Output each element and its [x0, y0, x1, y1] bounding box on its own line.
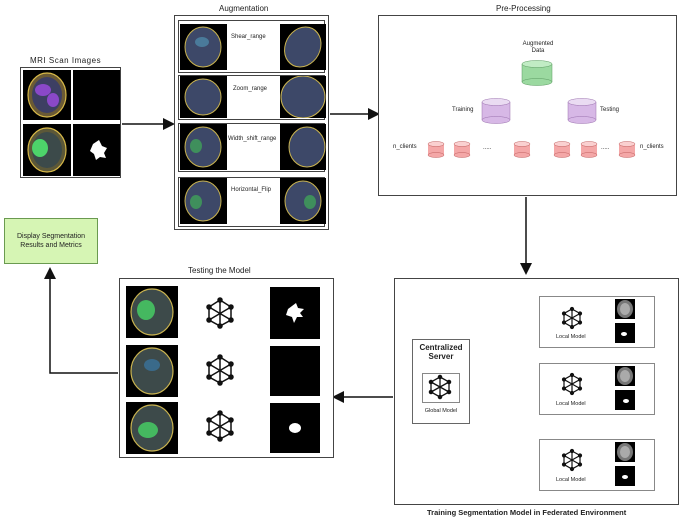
aug-output-1	[280, 24, 326, 70]
n-clients-left-label: n_clients	[393, 144, 417, 150]
aug-op-label-1: Shear_range	[231, 34, 266, 40]
local-model-box-3	[539, 439, 655, 491]
local-data-image-2	[615, 366, 635, 386]
server-label: Centralized Server	[419, 343, 463, 361]
arrow-testing-to-display	[44, 267, 118, 374]
aug-input-3	[180, 124, 227, 170]
aug-op-label-4: Horizontal_Flip	[231, 187, 272, 193]
test-output-mask-3	[270, 403, 320, 453]
local-model-box-1	[539, 296, 655, 348]
test-input-3	[126, 402, 178, 454]
local-model-label-1: Local Model	[556, 334, 586, 340]
augmentation-title: Augmentation	[219, 4, 269, 13]
mri-mask-2	[73, 124, 120, 176]
aug-input-4	[180, 178, 227, 224]
display-results-box: Display Segmentation Results and Metrics	[4, 218, 98, 264]
local-model-label-3: Local Model	[556, 477, 586, 483]
ellipsis-left: .....	[483, 145, 492, 151]
aug-input-1	[180, 24, 227, 70]
display-results-label: Display Segmentation Results and Metrics	[16, 233, 86, 249]
aug-input-2	[180, 76, 227, 118]
testing-label: Testing	[600, 107, 620, 113]
local-model-box-2	[539, 363, 655, 415]
aug-output-3	[280, 124, 326, 170]
local-data-mask-2	[615, 390, 635, 410]
global-model-box	[422, 373, 460, 403]
mri-title: MRI Scan Images	[30, 56, 102, 65]
n-clients-right-label: n_clients	[640, 144, 664, 150]
local-model-label-2: Local Model	[556, 401, 586, 407]
test-input-1	[126, 286, 178, 338]
local-data-image-3	[615, 442, 635, 462]
ellipsis-right: .....	[601, 145, 610, 151]
mri-image-2	[23, 124, 71, 176]
aug-op-label-3: Width_shift_range	[228, 136, 277, 142]
preprocessing-title: Pre-Processing	[496, 4, 551, 13]
mri-panel	[20, 67, 121, 178]
test-input-2	[126, 345, 178, 397]
aug-op-label-2: Zoom_range	[233, 86, 268, 92]
server-box: Centralized Server Global Model	[412, 339, 470, 424]
testing-model-title: Testing the Model	[188, 266, 251, 275]
preprocessing-panel	[378, 15, 677, 196]
federated-title: Training Segmentation Model in Federated…	[427, 508, 627, 517]
test-output-mask-2	[270, 346, 320, 396]
mri-mask-1	[73, 70, 120, 120]
local-data-mask-3	[615, 466, 635, 486]
global-model-label: Global Model	[424, 408, 458, 414]
local-data-mask-1	[615, 323, 635, 343]
training-label: Training	[452, 107, 474, 113]
aug-output-2	[280, 76, 326, 118]
test-output-mask-1	[270, 287, 320, 339]
aug-output-4	[280, 178, 326, 224]
local-data-image-1	[615, 299, 635, 319]
augmented-data-label: Augmented Data	[522, 41, 554, 54]
mri-image-1	[23, 70, 71, 120]
